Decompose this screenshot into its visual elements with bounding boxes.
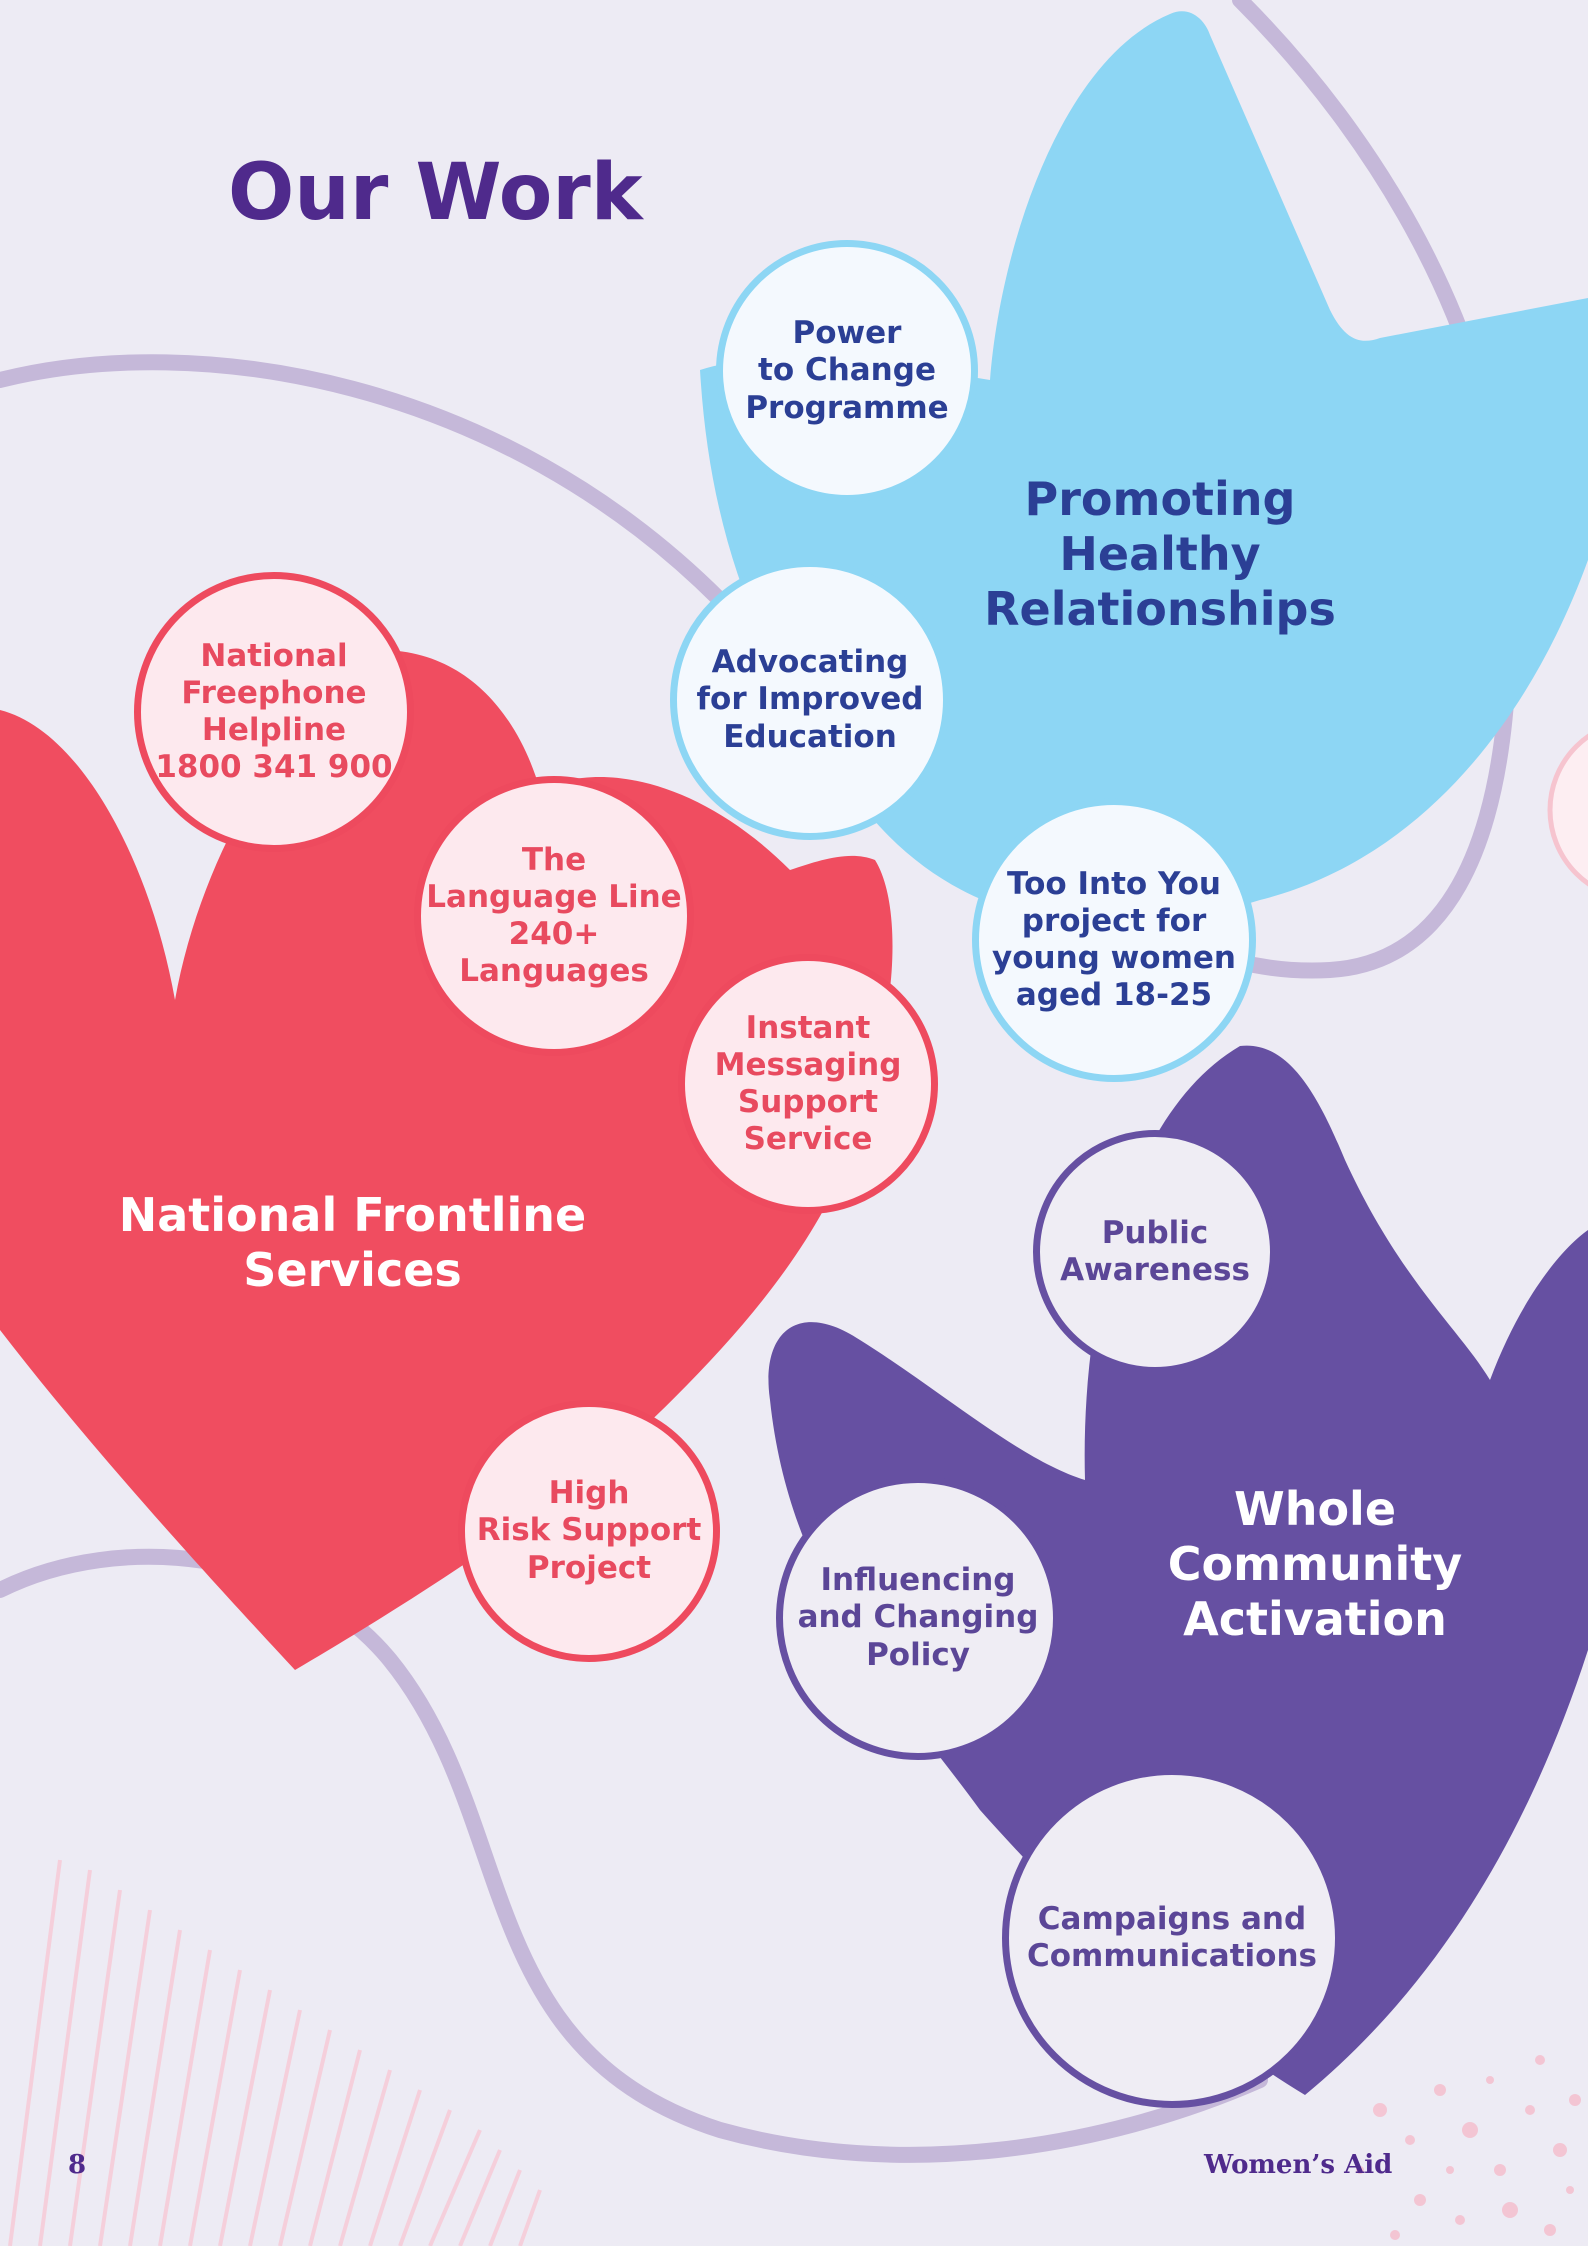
relationships-advocating-education-circle: Advocating for Improved Education xyxy=(670,560,950,840)
community-campaigns-circle: Campaigns and Communications xyxy=(1002,1768,1342,2108)
community-petal xyxy=(768,1045,1588,2095)
community-public-awareness-circle: Public Awareness xyxy=(1033,1130,1277,1374)
relationships-heading: Promoting Healthy Relationships xyxy=(984,472,1336,637)
frontline-instant-messaging-circle: Instant Messaging Support Service xyxy=(678,954,938,1214)
page-title: Our Work xyxy=(228,148,643,238)
frontline-heading: National Frontline Services xyxy=(118,1188,587,1298)
relationships-power-to-change-circle: Power to Change Programme xyxy=(716,240,978,502)
community-heading: Whole Community Activation xyxy=(1167,1482,1463,1647)
brand-name: Women’s Aid xyxy=(1204,2150,1393,2180)
frontline-language-line-circle: The Language Line 240+ Languages xyxy=(414,776,694,1056)
decorative-dots xyxy=(1356,2055,1581,2240)
relationships-too-into-you-circle: Too Into You project for young women age… xyxy=(972,798,1256,1082)
page-number: 8 xyxy=(68,2150,87,2180)
frontline-high-risk-circle: High Risk Support Project xyxy=(458,1400,720,1662)
frontline-helpline-circle: National Freephone Helpline 1800 341 900 xyxy=(134,572,414,852)
community-policy-circle: Influencing and Changing Policy xyxy=(776,1476,1060,1760)
decorative-partial-circle xyxy=(1547,733,1588,887)
decorative-hatching xyxy=(8,1859,542,2246)
